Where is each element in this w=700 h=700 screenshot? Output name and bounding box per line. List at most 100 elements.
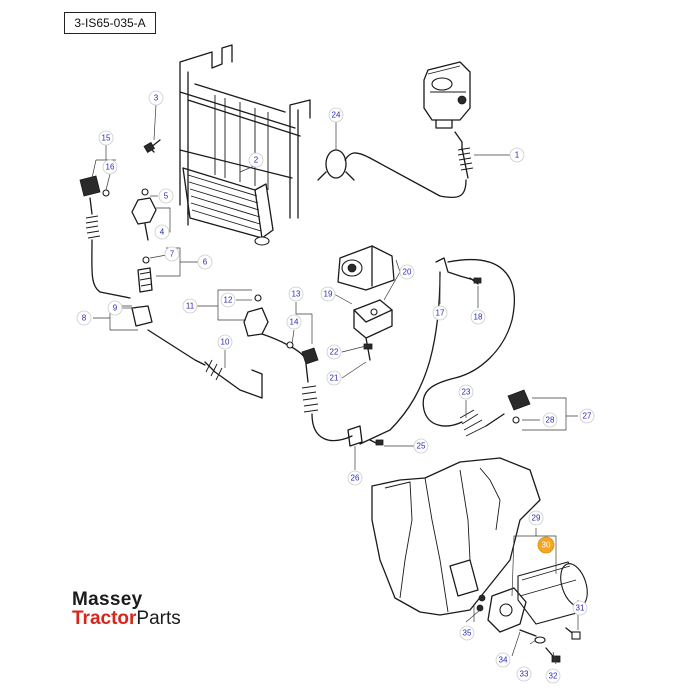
callout-circle (107, 300, 123, 316)
callout-number: 28 (546, 416, 555, 425)
callout-number: 2 (254, 156, 259, 165)
callout-number: 25 (417, 442, 426, 451)
callout-number: 33 (520, 670, 529, 679)
callout-14: 14 (286, 314, 302, 330)
callout-21: 21 (326, 370, 342, 386)
callout-number: 3 (154, 94, 159, 103)
callout-34: 34 (495, 652, 511, 668)
return-hose-17 (359, 257, 515, 445)
oil-cooler (182, 167, 274, 246)
callout-circle (182, 298, 198, 314)
callout-number: 1 (515, 151, 520, 160)
logo-line-2: TractorParts (72, 609, 181, 628)
callout-13: 13 (288, 286, 304, 302)
callout-number: 18 (474, 313, 483, 322)
callout-number: 8 (82, 314, 87, 323)
fitting-13-14 (286, 341, 353, 442)
callout-2: 2 (248, 152, 264, 168)
filter-head-29 (476, 587, 527, 633)
callout-3: 3 (148, 90, 164, 106)
callout-circle (148, 90, 164, 106)
callout-number: 24 (332, 111, 341, 120)
callout-number: 11 (186, 302, 195, 311)
callout-circle (470, 309, 486, 325)
bracket-25-26 (347, 425, 384, 447)
callout-1: 1 (509, 147, 525, 163)
callout-number: 34 (499, 656, 508, 665)
valve-block-22 (353, 299, 393, 361)
bolt-3 (143, 139, 161, 154)
callout-circle (399, 264, 415, 280)
callout-number: 17 (436, 309, 445, 318)
callout-circle (542, 412, 558, 428)
logo-line-1: Massey (72, 589, 143, 610)
hydraulic-steering-unit (423, 61, 471, 151)
callout-number: 23 (462, 388, 471, 397)
callout-circle (545, 668, 561, 684)
callout-number: 6 (203, 258, 208, 267)
callout-19: 19 (320, 286, 336, 302)
hose-clamp-24 (317, 149, 355, 181)
callout-circle (288, 286, 304, 302)
callout-30: 30 (537, 536, 555, 554)
callout-circle (164, 246, 180, 262)
callout-circle (98, 130, 114, 146)
callout-10: 10 (217, 334, 233, 350)
callout-circle (158, 188, 174, 204)
diagram-reference-code: 3-IS65-035-A (64, 12, 156, 34)
callout-24: 24 (328, 107, 344, 123)
callout-number: 10 (221, 338, 230, 347)
callout-number: 29 (532, 514, 541, 523)
callout-circle (579, 408, 595, 424)
callout-circle (458, 384, 474, 400)
callout-number: 7 (170, 250, 175, 259)
callout-33: 33 (516, 666, 532, 682)
callout-circle (197, 254, 213, 270)
callout-circle (413, 438, 429, 454)
massey-tractor-parts-logo: Massey TractorParts (72, 590, 181, 628)
callout-31: 31 (572, 600, 588, 616)
callout-number: 14 (290, 318, 299, 327)
callout-35: 35 (459, 625, 475, 641)
callout-number: 22 (330, 348, 339, 357)
callout-number: 35 (463, 629, 472, 638)
callout-15: 15 (98, 130, 114, 146)
callout-28: 28 (542, 412, 558, 428)
callout-circle (328, 107, 344, 123)
callout-23: 23 (458, 384, 474, 400)
callout-11: 11 (182, 298, 198, 314)
callout-circle (495, 652, 511, 668)
callout-18: 18 (470, 309, 486, 325)
logo-brand-text: Tractor (72, 608, 137, 629)
callout-circle (528, 510, 544, 526)
callout-circle (516, 666, 532, 682)
callout-number: 31 (576, 604, 585, 613)
callout-circle (347, 470, 363, 486)
callout-26: 26 (347, 470, 363, 486)
callout-9: 9 (107, 300, 123, 316)
callout-25: 25 (413, 438, 429, 454)
callout-circle (248, 152, 264, 168)
callout-circle (326, 344, 342, 360)
callout-29: 29 (528, 510, 544, 526)
callout-16: 16 (102, 159, 118, 175)
callout-12: 12 (220, 292, 236, 308)
transmission-housing (371, 457, 541, 616)
callout-circle (432, 305, 448, 321)
callout-number: 16 (106, 163, 115, 172)
callout-number: 9 (113, 304, 118, 313)
callout-22: 22 (326, 344, 342, 360)
callout-circle (102, 159, 118, 175)
fitting-assembly-left (79, 175, 206, 366)
callout-circle (537, 536, 555, 554)
callout-circle (459, 625, 475, 641)
callout-number: 27 (583, 412, 592, 421)
callout-circle (220, 292, 236, 308)
callout-circle (217, 334, 233, 350)
callout-number: 19 (324, 290, 333, 299)
hose-10 (204, 359, 263, 399)
callout-number: 13 (292, 290, 301, 299)
callout-circle (320, 286, 336, 302)
